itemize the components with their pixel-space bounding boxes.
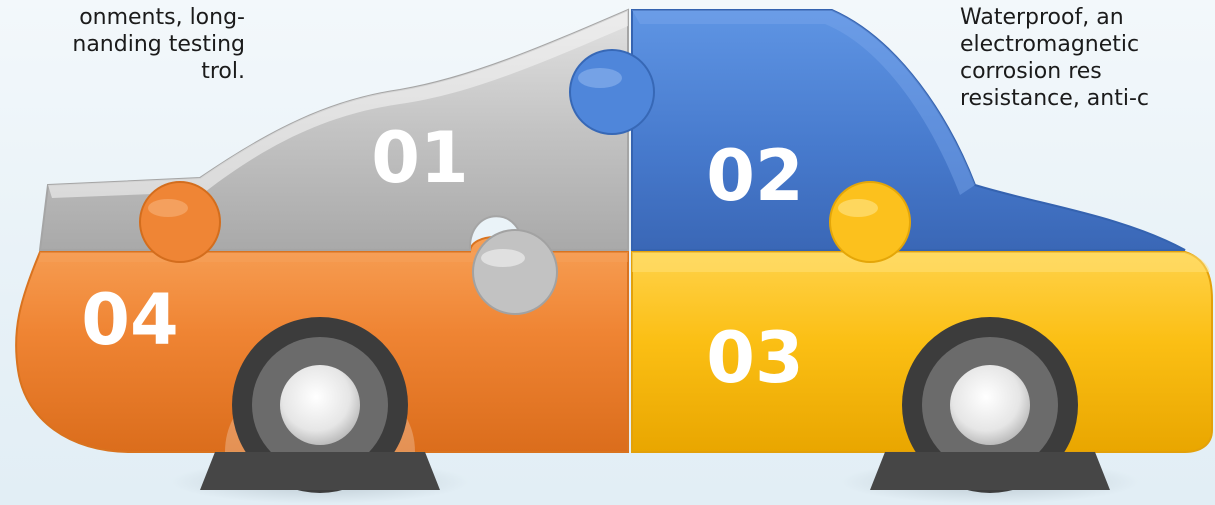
piece-number-03: 03 xyxy=(706,317,803,399)
piece-number-02: 02 xyxy=(706,135,803,217)
piece-number-04: 04 xyxy=(81,279,178,361)
piece-number-01: 01 xyxy=(371,117,468,199)
connector-knob xyxy=(140,182,220,262)
connector-knob xyxy=(473,230,557,314)
puzzle-piece-01 xyxy=(40,10,628,250)
connector-knob xyxy=(570,50,654,134)
connector-knob xyxy=(830,182,910,262)
